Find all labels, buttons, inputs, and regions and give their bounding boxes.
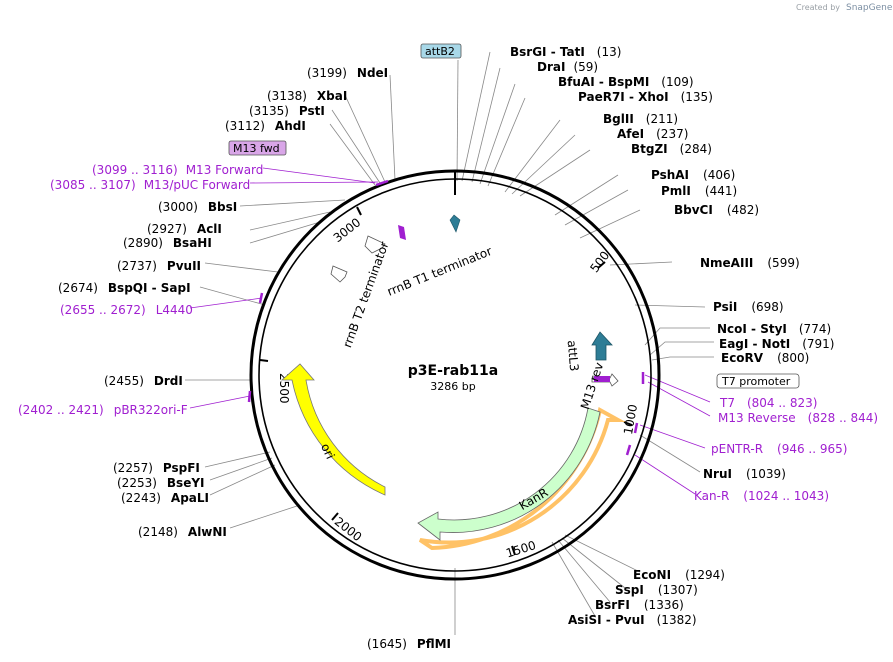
enzyme-label: (3138)XbaI [267, 89, 347, 103]
rrnB-t1-label: rrnB T1 terminator [385, 244, 494, 299]
enzyme-label: (1645)PflMI [367, 637, 451, 651]
t7-promoter-label: T7 promoter [721, 375, 791, 388]
enzyme-label: (2253)BseYI [117, 476, 205, 490]
ori-feature[interactable] [280, 363, 386, 496]
enzyme-label: (2674)BspQI - SapI [58, 281, 191, 295]
enzyme-label: EcoRV(800) [721, 351, 809, 365]
enzyme-label: (2148)AlwNI [138, 525, 227, 539]
m13-fwd-mark [398, 225, 406, 240]
enzyme-label: PmlI(441) [661, 184, 737, 198]
enzyme-label: BsrFI(1336) [595, 598, 684, 612]
enzyme-label: AsiSI - PvuI(1382) [568, 613, 697, 627]
tick-1000: 1000 [621, 403, 640, 436]
primer-label: (2655 .. 2672)L4440 [60, 303, 193, 317]
primer-label: Kan-R(1024 .. 1043) [694, 489, 829, 503]
enzyme-label: NmeAIII(599) [700, 256, 800, 270]
plasmid-length: 3286 bp [430, 380, 475, 393]
enzyme-label: (2455)DrdI [104, 374, 183, 388]
enzyme-label: EcoNI(1294) [633, 568, 725, 582]
primer-label: (3099 .. 3116)M13 Forward [92, 163, 263, 177]
m13fwd-box[interactable] [228, 140, 287, 156]
enzyme-label: BtgZI(284) [631, 142, 712, 156]
enzyme-label: (2737)PvuII [117, 259, 201, 273]
primer-label: T7(804 .. 823) [719, 396, 817, 410]
enzyme-label: NcoI - StyI(774) [717, 322, 831, 336]
enzyme-labels-right: BsrGI - TatI(13) DraI(59) BfuAI - BspMI(… [510, 45, 834, 627]
m13-rev-primer-mark [594, 376, 610, 382]
enzyme-label: PaeR7I - XhoI(135) [578, 90, 713, 104]
attL3-label: attL3 [565, 340, 582, 372]
enzyme-labels-left: (1645)PflMI (2148)AlwNI (2243)ApaLI (225… [58, 66, 451, 651]
enzyme-label: (3135)PstI [249, 104, 325, 118]
enzyme-label: EagI - NotI(791) [719, 337, 834, 351]
attB2-mark[interactable] [449, 214, 461, 233]
ori-label: ori [318, 441, 337, 461]
m13-rev-label: M13 rev [578, 361, 606, 412]
plasmid-name: p3E-rab11a [408, 363, 498, 379]
enzyme-label: PshAI(406) [651, 168, 735, 182]
credit-text: Created by [796, 3, 840, 12]
attB2-label: attB2 [425, 45, 455, 58]
enzyme-label: (3112)AhdI [225, 119, 306, 133]
attB2-box[interactable] [420, 43, 462, 59]
kanR-outline [418, 406, 626, 551]
enzyme-label: (2243)ApaLI [121, 491, 209, 505]
enzyme-label: BbvCI(482) [674, 203, 759, 217]
primer-marks [247, 179, 645, 456]
enzyme-label: SspI(1307) [615, 583, 698, 597]
primer-label: M13 Reverse(828 .. 844) [718, 411, 878, 425]
primer-label: pENTR-R(946 .. 965) [711, 442, 847, 456]
primer-leader-lines [189, 167, 711, 495]
enzyme-label: DraI(59) [537, 60, 598, 74]
enzyme-label: AfeI(237) [617, 127, 688, 141]
t7-promoter-box[interactable] [716, 373, 800, 389]
enzyme-label: NruI(1039) [703, 467, 786, 481]
primer-label: (2402 .. 2421)pBR322ori-F [18, 403, 188, 417]
m13fwd-label: M13 fwd [233, 142, 280, 155]
enzyme-label: BglII(211) [603, 112, 678, 126]
enzyme-label: (2257)PspFI [113, 461, 200, 475]
snapgene-brand: SnapGene [846, 3, 893, 13]
enzyme-label: BfuAI - BspMI(109) [558, 75, 694, 89]
tick-2500: 2500 [277, 373, 291, 404]
rrnB-t2-label: rrnB T2 terminator [340, 240, 391, 350]
enzyme-label: (3000)BbsI [158, 200, 237, 214]
enzyme-label: (2927)AclI [147, 222, 222, 236]
attL3-feature[interactable] [591, 331, 613, 361]
rrnB-t2-arrow[interactable] [330, 265, 348, 283]
rrnB-t1-arrow[interactable] [364, 235, 386, 254]
primer-label: (3085 .. 3107)M13/pUC Forward [50, 178, 250, 192]
primer-labels: (3099 .. 3116)M13 Forward (3085 .. 3107)… [18, 163, 878, 503]
enzyme-label: PsiI(698) [713, 300, 784, 314]
tick-1500: 1500 [504, 538, 537, 560]
enzyme-label: BsrGI - TatI(13) [510, 45, 621, 59]
enzyme-label: (3199)NdeI [307, 66, 388, 80]
kanR-feature[interactable] [417, 407, 601, 541]
enzyme-label: (2890)BsaHI [123, 236, 212, 250]
scale-ticks [259, 206, 633, 556]
